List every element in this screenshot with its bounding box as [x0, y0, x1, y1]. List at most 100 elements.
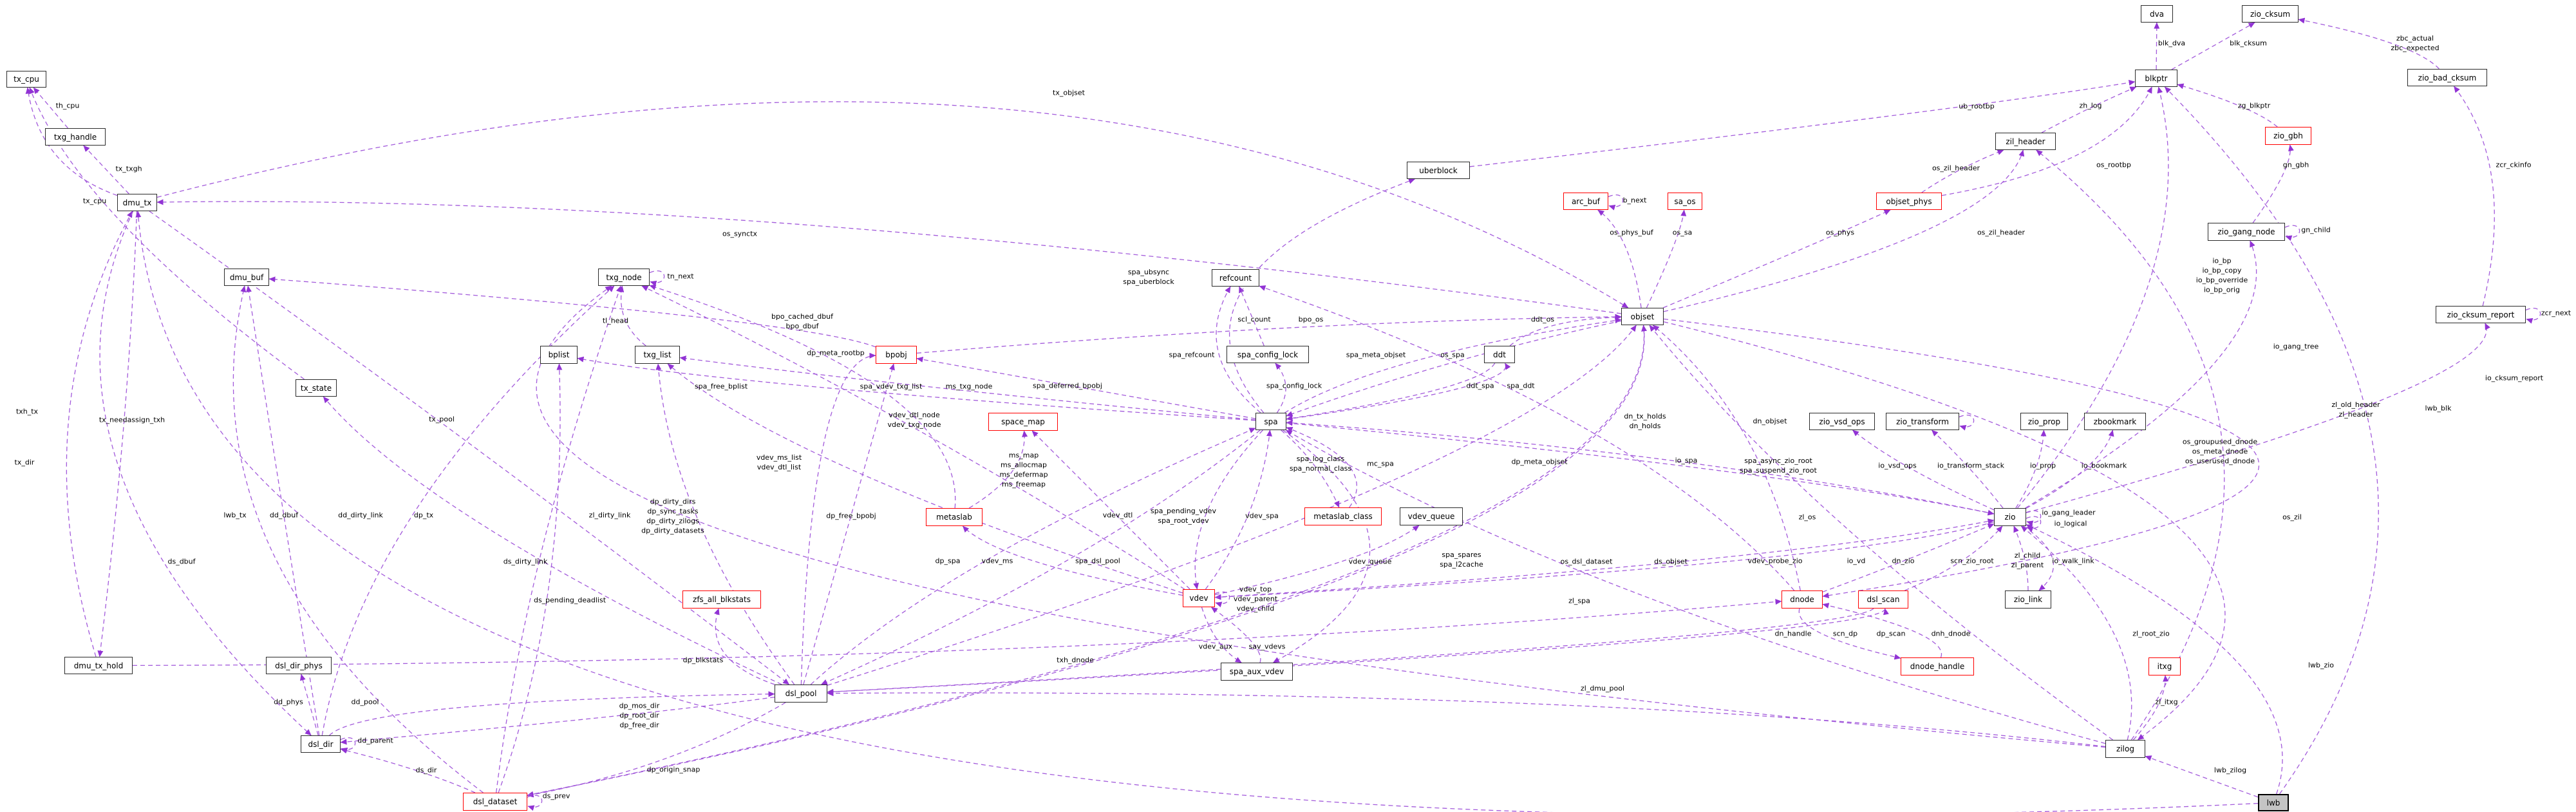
- edge-spa-dsl_pool: [820, 430, 1261, 685]
- node-dva[interactable]: dva: [2141, 5, 2173, 23]
- edge-objset-dnode: [1663, 318, 2259, 599]
- node-itxg[interactable]: itxg: [2148, 657, 2181, 675]
- node-zbookmark[interactable]: zbookmark: [2084, 413, 2146, 430]
- edge-spa-bplist: [577, 356, 1256, 421]
- node-vdev[interactable]: vdev: [1183, 589, 1215, 607]
- edge-label-bpo_cached_dbuf: bpo_cached_dbuf bpo_dbuf: [771, 312, 834, 330]
- node-zio_cksum[interactable]: zio_cksum: [2242, 5, 2299, 23]
- node-zio_vsd_ops[interactable]: zio_vsd_ops: [1809, 413, 1875, 430]
- node-dnode_handle[interactable]: dnode_handle: [1901, 657, 1974, 675]
- edge-zio-zio_link: [2023, 525, 2054, 591]
- edge-zio-zio_gang_node: [2025, 240, 2257, 509]
- node-spa_config_lock[interactable]: spa_config_lock: [1227, 346, 1309, 363]
- edge-zio-zio_transform: [1931, 430, 2004, 509]
- edge-label-dp_meta_objset: dp_meta_objset: [1511, 457, 1568, 466]
- edge-label-os_zil: os_zil: [2282, 513, 2302, 522]
- edge-spa-refcount: [1216, 286, 1261, 413]
- edge-label-zcr_next: zcr_next: [2541, 308, 2571, 317]
- node-dmu_tx[interactable]: dmu_tx: [117, 194, 157, 211]
- node-dnode[interactable]: dnode: [1782, 590, 1823, 609]
- edge-lwb-blkptr: [2164, 86, 2379, 795]
- edge-tx_state-tx_cpu: [29, 87, 305, 380]
- edge-label-vdev_probe_zio: vdev_probe_zio: [1747, 556, 1803, 565]
- edge-zio-spa: [1286, 420, 1995, 515]
- node-dsl_dataset[interactable]: dsl_dataset: [463, 793, 527, 811]
- edge-label-tx_txgh: tx_txgh: [115, 164, 142, 173]
- node-zio[interactable]: zio: [1994, 508, 2026, 526]
- edge-dmu_tx-dsl_dir: [99, 211, 312, 736]
- node-zio_link[interactable]: zio_link: [2005, 590, 2051, 609]
- edge-objset-arc_buf: [1597, 209, 1642, 308]
- edge-label-zl_dmu_pool: zl_dmu_pool: [1581, 684, 1624, 693]
- node-blkptr[interactable]: blkptr: [2135, 70, 2177, 87]
- node-dsl_dir_phys[interactable]: dsl_dir_phys: [266, 657, 332, 674]
- node-dsl_scan[interactable]: dsl_scan: [1858, 590, 1908, 609]
- edge-label-vdev_aux: vdev_aux: [1198, 642, 1233, 651]
- node-tx_state[interactable]: tx_state: [296, 379, 337, 397]
- edge-zilog-objset: [1649, 325, 2113, 741]
- node-arc_buf[interactable]: arc_buf: [1563, 193, 1608, 210]
- edge-spa-spa_config_lock: [1275, 363, 1286, 413]
- edge-zilog-spa: [1285, 430, 2106, 744]
- node-spa[interactable]: spa: [1255, 413, 1286, 430]
- node-zfs_all_blkstats[interactable]: zfs_all_blkstats: [682, 590, 761, 609]
- edge-label-spa_ubsync: spa_ubsync spa_uberblock: [1123, 268, 1174, 286]
- edge-vdev-txg_node: [641, 285, 1185, 590]
- node-uberblock[interactable]: uberblock: [1407, 162, 1470, 179]
- edge-label-vdev_dtl_node: vdev_dtl_node vdev_txg_node: [887, 411, 941, 429]
- node-zio_gbh[interactable]: zio_gbh: [2265, 127, 2311, 145]
- edge-label-gn_gbh: gn_gbh: [2282, 160, 2309, 169]
- node-bplist[interactable]: bplist: [540, 346, 578, 364]
- edge-dmu_tx_hold-dmu_tx: [66, 211, 133, 657]
- node-txg_node[interactable]: txg_node: [598, 269, 650, 286]
- edge-spa-bpobj: [916, 356, 1256, 419]
- edge-label-scn_dp: scn_dp: [1832, 629, 1858, 638]
- edge-bpobj-dmu_buf: [268, 276, 876, 348]
- edge-label-spa_free_bplist: spa_free_bplist: [694, 382, 748, 391]
- node-objset_phys[interactable]: objset_phys: [1876, 193, 1942, 210]
- edge-label-th_cpu: th_cpu: [55, 101, 80, 110]
- edge-zilog-dsl_pool: [827, 690, 2106, 748]
- edge-label-os_dsl_dataset: os_dsl_dataset: [1560, 557, 1613, 566]
- node-lwb[interactable]: lwb: [2258, 794, 2289, 811]
- edge-label-ds_prev: ds_prev: [542, 791, 570, 800]
- node-zio_cksum_report[interactable]: zio_cksum_report: [2436, 306, 2526, 323]
- node-dmu_buf[interactable]: dmu_buf: [224, 269, 269, 286]
- node-metaslab[interactable]: metaslab: [926, 508, 982, 526]
- edge-dsl_dataset-dsl_dir: [340, 748, 476, 793]
- edge-label-vdev_top: vdev_top vdev_parent vdev_child: [1233, 585, 1278, 613]
- node-dsl_dir[interactable]: dsl_dir: [301, 735, 341, 753]
- node-zil_header[interactable]: zil_header: [1995, 133, 2056, 150]
- node-spa_aux_vdev[interactable]: spa_aux_vdev: [1221, 663, 1293, 681]
- node-refcount[interactable]: refcount: [1212, 269, 1259, 287]
- edge-label-lwb_blk: lwb_blk: [2425, 404, 2452, 413]
- node-bpobj[interactable]: bpobj: [876, 346, 917, 364]
- node-dsl_pool[interactable]: dsl_pool: [775, 685, 827, 703]
- edge-dnode-zio: [1822, 524, 1995, 592]
- node-metaslab_class[interactable]: metaslab_class: [1304, 507, 1382, 525]
- node-txg_list[interactable]: txg_list: [635, 346, 680, 364]
- edge-label-os_rootbp: os_rootbp: [2096, 160, 2131, 169]
- edge-label-dp_blkstats: dp_blkstats: [682, 656, 724, 665]
- node-space_map[interactable]: space_map: [988, 413, 1058, 431]
- node-zilog[interactable]: zilog: [2105, 740, 2145, 758]
- node-objset[interactable]: objset: [1621, 308, 1664, 325]
- node-zio_transform[interactable]: zio_transform: [1886, 413, 1959, 430]
- edge-label-io_spa: io_spa: [1675, 456, 1698, 465]
- node-ddt[interactable]: ddt: [1484, 346, 1515, 363]
- edge-zio_gang_node-zio_gang_node: [2284, 225, 2300, 241]
- node-zio_bad_cksum[interactable]: zio_bad_cksum: [2407, 69, 2487, 86]
- node-zio_prop[interactable]: zio_prop: [2020, 413, 2068, 430]
- node-txg_handle[interactable]: txg_handle: [45, 128, 106, 146]
- edge-spa-zio: [1286, 422, 1995, 516]
- edge-dsl_dataset-bplist: [498, 363, 563, 793]
- node-dmu_tx_hold[interactable]: dmu_tx_hold: [64, 657, 133, 674]
- node-sa_os[interactable]: sa_os: [1668, 193, 1702, 210]
- edge-dmu_tx-objset: [156, 101, 1629, 308]
- edge-txg_list-txg_node: [618, 285, 646, 346]
- edge-label-zl_os: zl_os: [1798, 513, 1816, 522]
- node-zio_gang_node[interactable]: zio_gang_node: [2208, 223, 2285, 241]
- edge-blkptr-zio_cksum: [2171, 22, 2255, 70]
- node-vdev_queue[interactable]: vdev_queue: [1400, 507, 1463, 525]
- node-tx_cpu[interactable]: tx_cpu: [6, 71, 46, 88]
